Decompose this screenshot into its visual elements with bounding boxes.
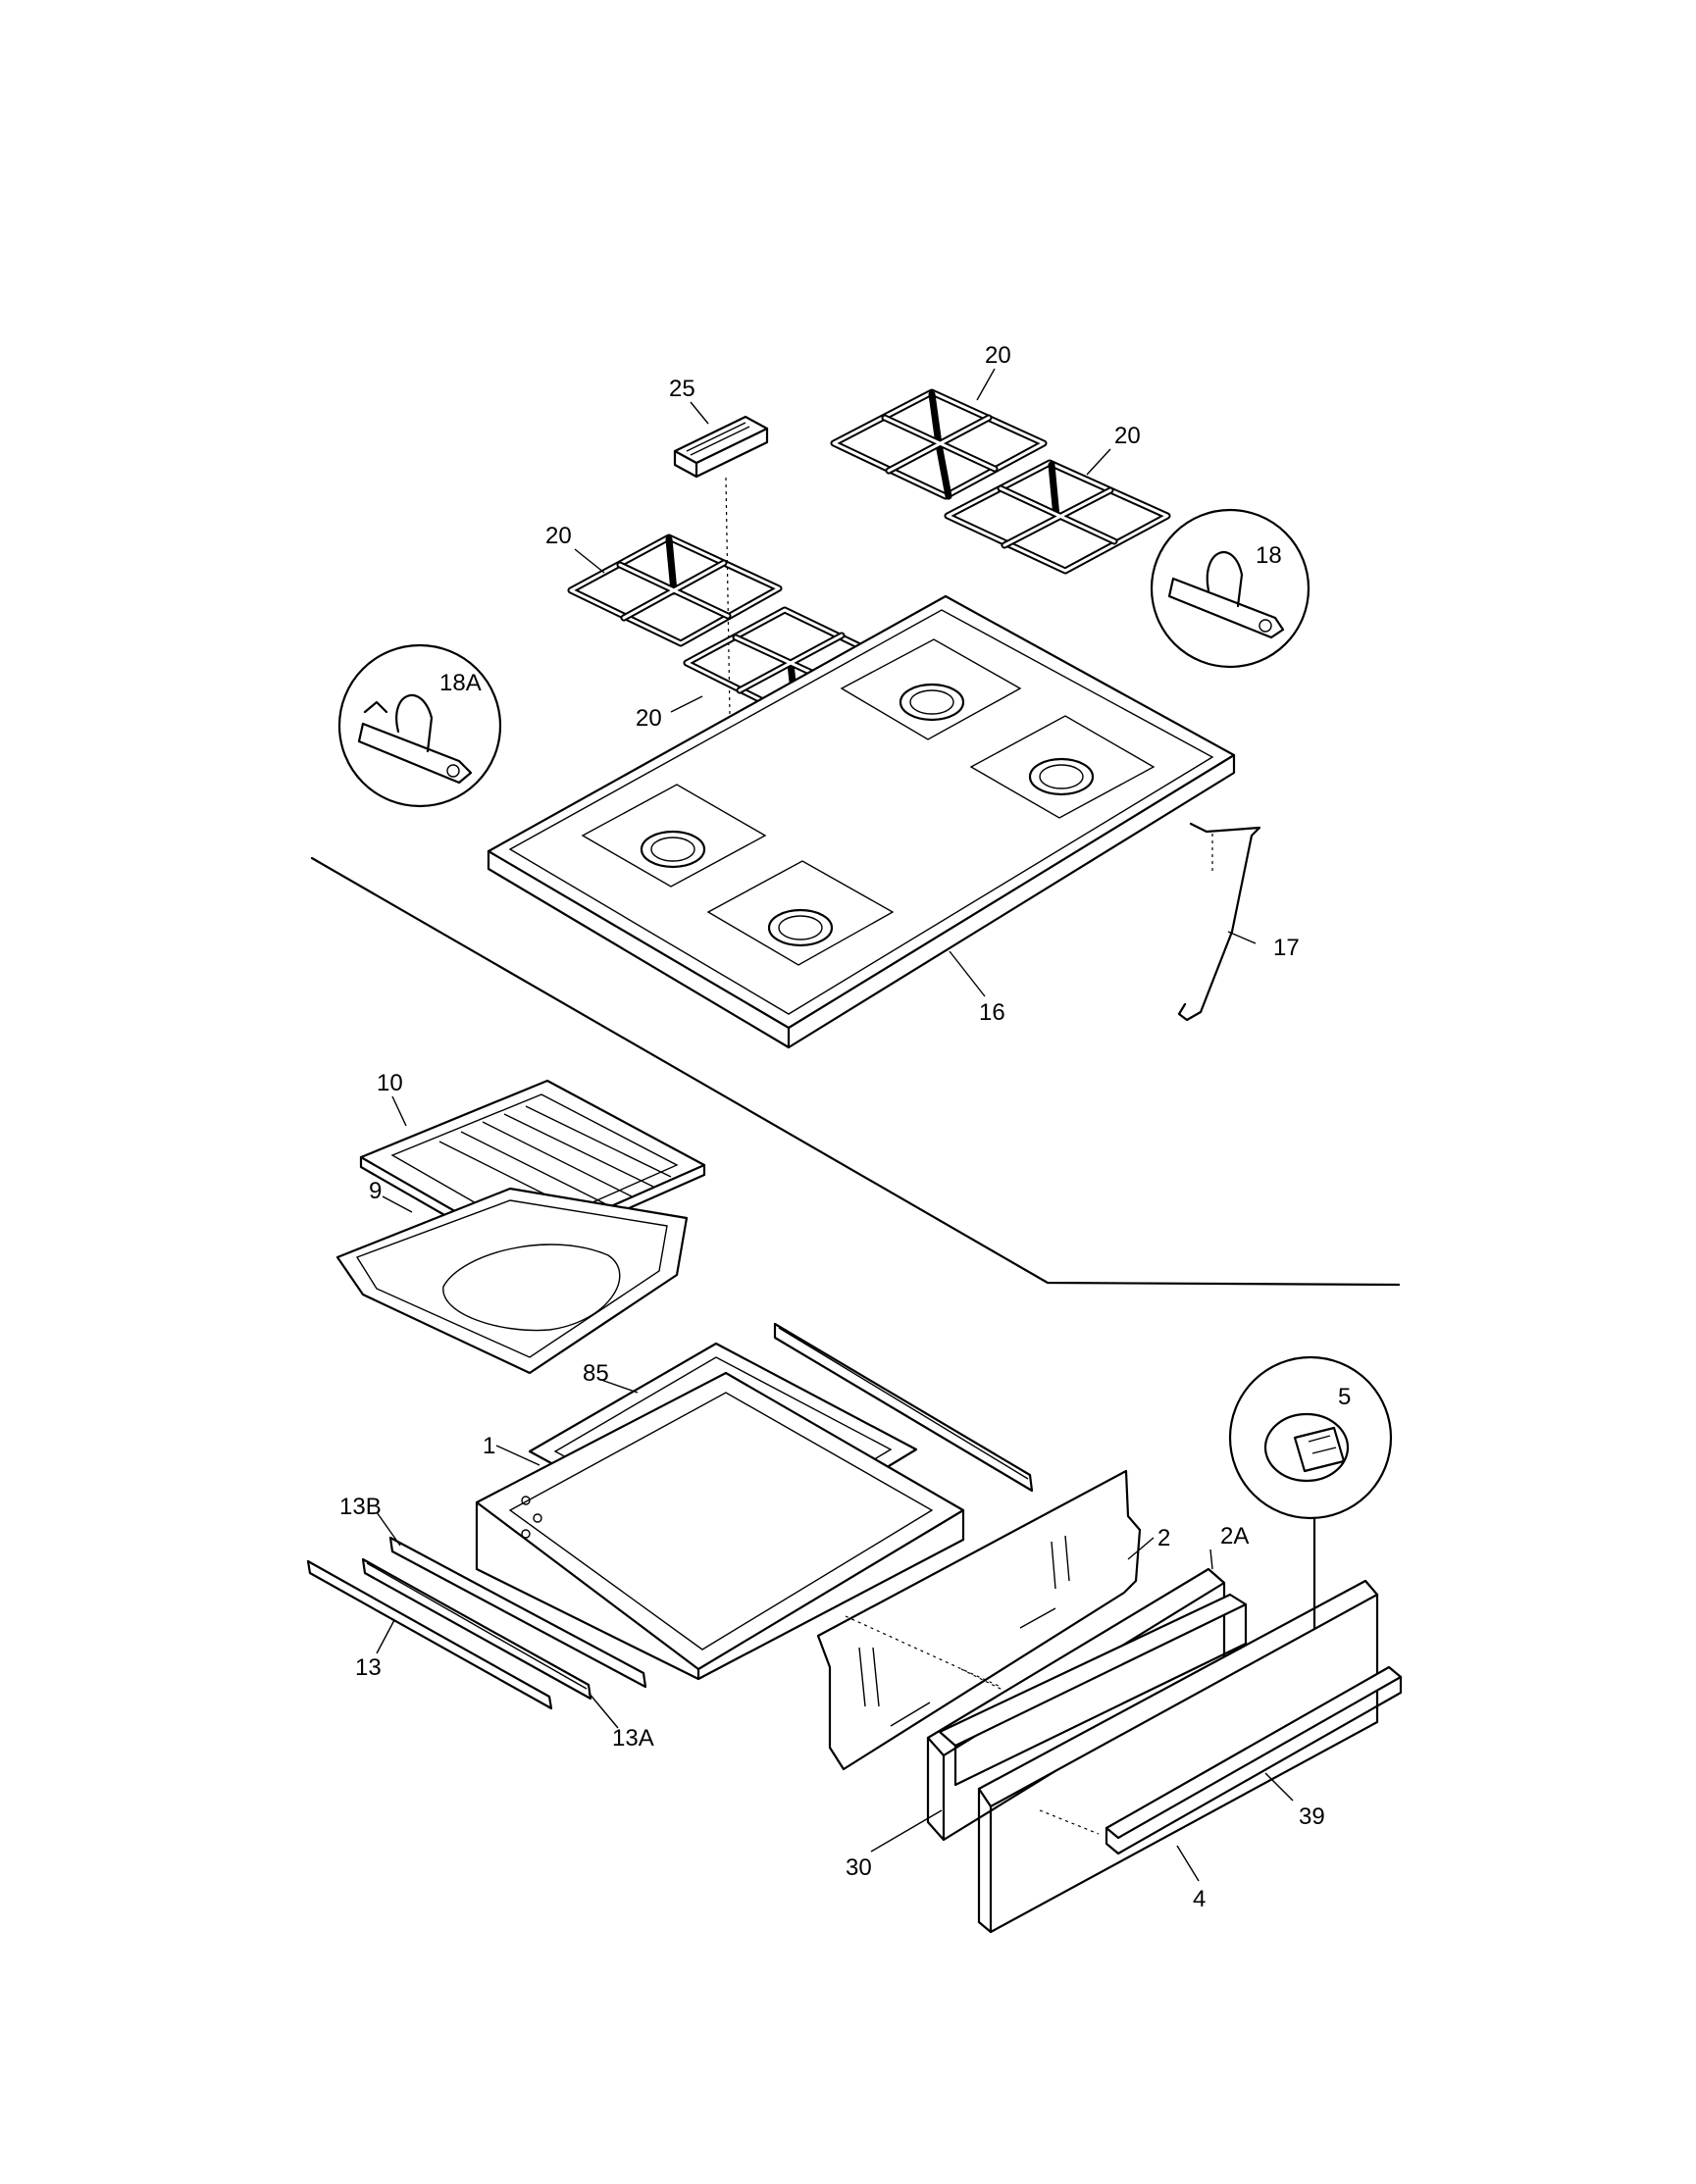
part-25-cap: [673, 415, 769, 479]
callout-5: 5: [1338, 1384, 1351, 1410]
callout-17: 17: [1273, 935, 1300, 961]
part-2-drawer-back-panel: [816, 1469, 1142, 1771]
callout-13: 13: [355, 1654, 382, 1681]
part-16-cooktop: [487, 594, 1236, 1049]
part-17-support-rod: [1177, 822, 1261, 1022]
callout-2a: 2A: [1220, 1523, 1249, 1549]
callout-85: 85: [583, 1360, 609, 1387]
callout-20: 20: [1114, 423, 1141, 449]
part-13b-rail: [388, 1536, 647, 1689]
part-20-grate-top-right: [944, 459, 1171, 575]
section-divider-line: [310, 856, 1401, 1287]
callout-13a: 13A: [612, 1725, 654, 1752]
detail-circle-18a: [337, 643, 502, 808]
callout-4: 4: [1193, 1886, 1206, 1912]
callout-25: 25: [669, 376, 695, 402]
callout-16: 16: [979, 999, 1005, 1026]
callout-20: 20: [636, 705, 662, 732]
callout-20: 20: [985, 342, 1011, 369]
detail-circle-5: [1228, 1355, 1393, 1630]
part-13-rail: [306, 1559, 553, 1710]
callout-18a: 18A: [439, 670, 482, 696]
callout-39: 39: [1299, 1803, 1325, 1830]
callout-2: 2: [1157, 1525, 1170, 1551]
part-20-grate-left: [567, 533, 783, 647]
callout-18: 18: [1256, 542, 1282, 569]
callout-labels: 25 20 20 20 20 18 18A 17 16 10 9 85 1 13…: [339, 342, 1351, 1912]
part-39-handle: [1105, 1665, 1403, 1855]
callout-9: 9: [369, 1178, 382, 1204]
callout-20: 20: [545, 523, 572, 549]
callout-1: 1: [483, 1433, 495, 1459]
callout-10: 10: [377, 1070, 403, 1096]
callout-13b: 13B: [339, 1494, 382, 1520]
part-13a-rail: [361, 1557, 592, 1701]
part-20-grate-top-left: [830, 388, 1048, 500]
part-30-trim: [938, 1593, 1248, 1787]
detail-circle-18: [1150, 508, 1311, 669]
part-9-broiler-pan: [335, 1187, 689, 1375]
leader-lines: [376, 368, 1294, 1882]
part-slide-rail-right: [773, 1322, 1034, 1493]
part-1-drawer-body: [475, 1371, 965, 1681]
callout-30: 30: [846, 1854, 872, 1881]
